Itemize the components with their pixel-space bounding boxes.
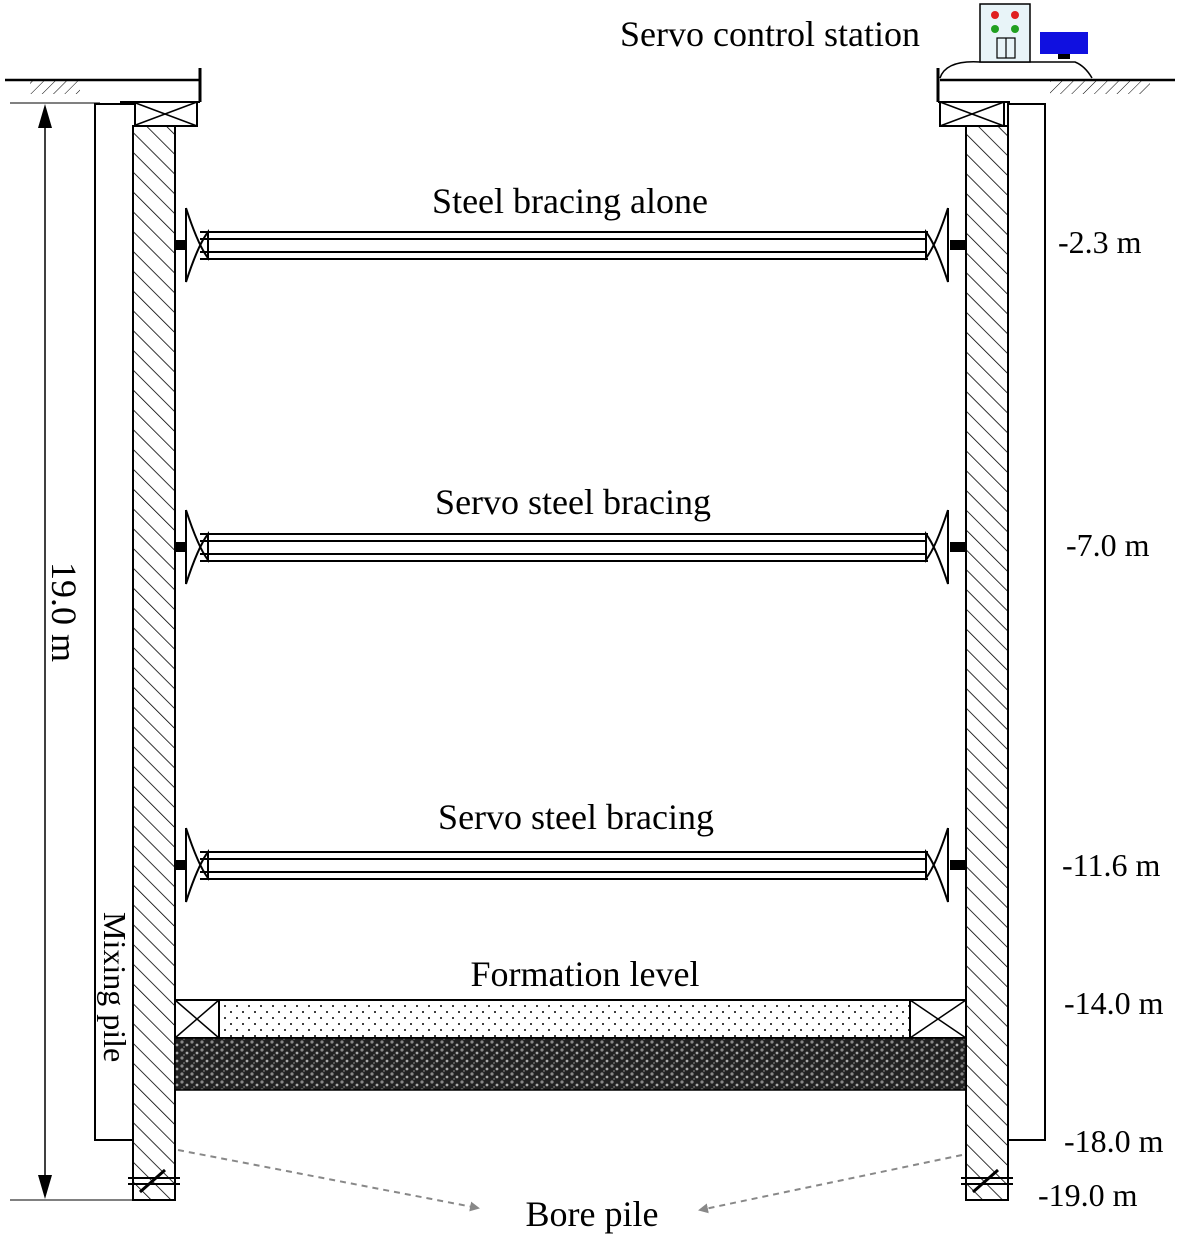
gravel-layer [174,1037,967,1091]
depth-label-14-0: -14.0 m [1064,985,1164,1021]
pile-toe-right [961,1168,1013,1194]
steel-brace-1 [175,207,966,283]
servo-control-station-label: Servo control station [620,14,920,54]
ground-right [936,68,1175,102]
servo-brace-2 [175,509,966,585]
pile-toe-left [128,1168,180,1194]
servo-brace-3 [175,827,966,903]
total-depth-label: 19.0 m [44,562,84,662]
depth-label-7-0: -7.0 m [1066,527,1150,563]
bore-pile-right [965,125,1009,1201]
depth-label-19-0: -19.0 m [1038,1177,1138,1213]
capping-beam-left [120,101,200,127]
steel-bracing-alone-label: Steel bracing alone [432,181,708,221]
capping-beam-right [938,101,1010,127]
station-light-green-2 [1011,25,1019,33]
bore-pile-arrow-right [698,1154,963,1214]
mixing-pile-left [94,103,136,1141]
bore-pile-left [132,125,176,1201]
bore-pile-arrow-left [177,1149,480,1212]
depth-label-18-0: -18.0 m [1064,1123,1164,1159]
servo-steel-bracing-label-1: Servo steel bracing [435,482,711,522]
servo-control-station [939,3,1093,79]
station-light-red-1 [991,11,999,19]
station-cabinet [979,3,1031,63]
station-light-green-1 [991,25,999,33]
ground-left [5,68,202,102]
mixing-pile-right [1007,103,1046,1141]
formation-slab [174,999,967,1039]
depth-label-2-3: -2.3 m [1058,224,1142,260]
station-light-red-2 [1011,11,1019,19]
bore-pile-label: Bore pile [526,1194,659,1234]
mixing-pile-label: Mixing pile [97,912,133,1062]
depth-label-11-6: -11.6 m [1062,847,1160,883]
formation-level-label: Formation level [471,954,700,994]
servo-steel-bracing-label-2: Servo steel bracing [438,797,714,837]
station-monitor [1040,32,1088,54]
depth-dimension-line [10,102,135,1201]
